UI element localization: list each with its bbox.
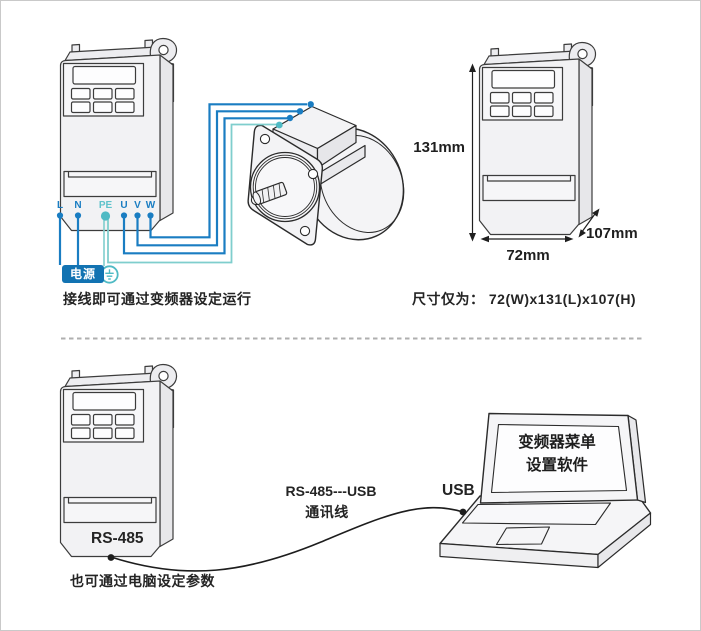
wire-u: [122, 117, 287, 255]
flange-bolt-hole: [299, 225, 311, 237]
dimension-height-label: 131mm: [413, 139, 465, 156]
terminal-label-v: V: [134, 200, 141, 211]
terminal-dot-pe: [100, 211, 111, 221]
motor-dot-v: [296, 108, 304, 115]
wire-w: [149, 103, 307, 239]
motor-terminal-dots: [275, 101, 314, 129]
pc-setup-caption: 也可通过电脑设定参数: [70, 573, 215, 589]
cable-end-dot: [459, 508, 467, 516]
terminal-label-l: L: [56, 200, 64, 211]
rs485-port-label: RS-485: [91, 530, 144, 547]
dimension-arrow-depth: [578, 208, 600, 238]
laptop: [439, 412, 652, 569]
cable-label-line1: RS-485---USB: [285, 483, 377, 499]
laptop-screen-text-line1: 变频器菜单: [518, 434, 596, 451]
dimensions-caption: 尺寸仅为： 72(W)x131(L)x107(H): [412, 291, 637, 307]
usb-label: USB: [442, 482, 475, 499]
terminal-dot-n: [74, 212, 82, 219]
power-wiring: [58, 103, 307, 266]
ground-icon: [100, 265, 119, 284]
dimension-arrows: [469, 63, 600, 243]
terminal-label-w: W: [145, 200, 156, 211]
power-badge: 电源: [62, 265, 104, 283]
terminal-dot-w: [147, 212, 154, 219]
flange-bolt-hole: [307, 168, 319, 180]
wire-pe-motor: [107, 123, 277, 264]
laptop-screen-text-line2: 设置软件: [525, 457, 589, 474]
cable-start-dot: [107, 554, 115, 561]
motor-dot-pe: [275, 121, 283, 129]
terminal-dot-v: [134, 212, 141, 219]
laptop-screen: [490, 423, 628, 494]
terminal-dot-l: [56, 212, 64, 219]
motor-shaft: [252, 181, 288, 205]
terminal-dot-u: [120, 212, 128, 219]
dimension-depth-label: 107mm: [586, 225, 638, 242]
inverter-rs485-view: [59, 363, 178, 558]
motor-dot-w: [307, 101, 314, 108]
motor: [247, 105, 405, 246]
wiring-caption: 接线即可通过变频器设定运行: [63, 291, 252, 307]
terminal-label-u: U: [120, 200, 128, 211]
inverter-dimension-view: [478, 41, 597, 236]
terminal-label-n: N: [74, 200, 82, 211]
motor-dot-u: [286, 114, 294, 122]
inverter-terminals: [56, 211, 154, 221]
laptop-keyboard: [461, 502, 612, 526]
flange-bolt-hole: [259, 133, 271, 145]
wire-v: [136, 110, 297, 247]
usb-cable: [107, 506, 467, 572]
dimension-arrow-width: [480, 235, 574, 243]
laptop-touchpad: [495, 526, 551, 546]
cable-label-line2: 通讯线: [305, 504, 349, 520]
terminal-label-pe: PE: [98, 200, 113, 211]
dimension-arrow-height: [469, 63, 476, 242]
dimension-width-label: 72mm: [506, 247, 550, 264]
